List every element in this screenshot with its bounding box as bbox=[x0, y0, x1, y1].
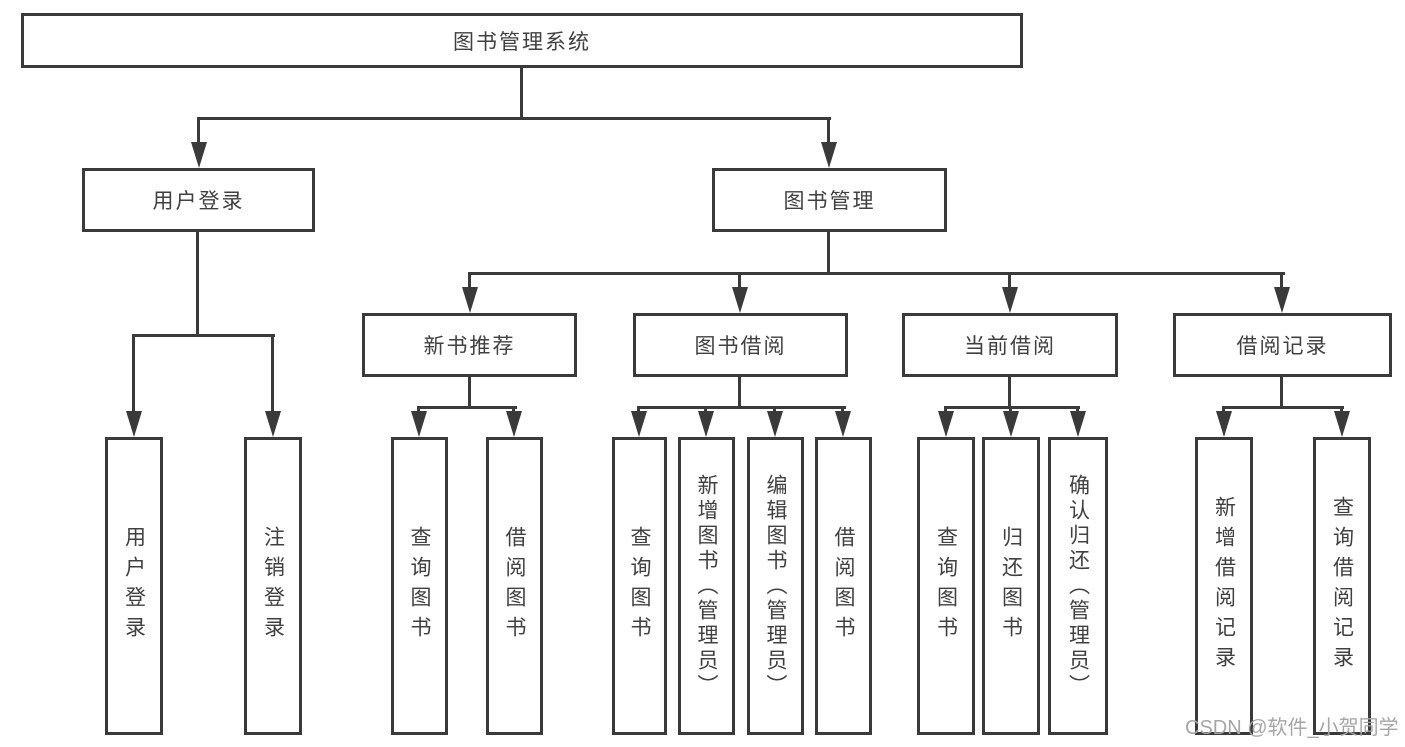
leaf-logout: 注销登录 bbox=[244, 437, 302, 735]
connector-line bbox=[738, 273, 741, 289]
node-label: 归还图书 bbox=[999, 526, 1023, 646]
arrow-down-icon bbox=[835, 411, 851, 437]
arrow-down-icon bbox=[462, 287, 478, 313]
arrow-down-icon bbox=[191, 142, 207, 168]
node-label: 图书借阅 bbox=[694, 335, 787, 358]
leaf-add-borrow-record: 新增借阅记录 bbox=[1195, 437, 1253, 735]
node-user-login: 用户登录 bbox=[82, 168, 315, 232]
node-label: 查询图书 bbox=[408, 526, 431, 646]
arrow-down-icon bbox=[1070, 411, 1086, 437]
arrow-down-icon bbox=[126, 411, 142, 437]
leaf-confirm-return-admin: 确认归还（管理员） bbox=[1048, 437, 1108, 735]
node-label: 借阅记录 bbox=[1236, 335, 1329, 358]
leaf-query-books-recommend: 查询图书 bbox=[391, 437, 448, 735]
connector-line bbox=[637, 406, 846, 409]
connector-line bbox=[468, 272, 1285, 275]
leaf-query-borrow-record: 查询借阅记录 bbox=[1313, 437, 1371, 735]
leaf-query-books-current: 查询图书 bbox=[917, 437, 975, 735]
node-book-borrowing: 图书借阅 bbox=[633, 313, 848, 377]
node-label: 编辑图书（管理员） bbox=[764, 473, 787, 699]
connector-line bbox=[827, 232, 830, 274]
connector-line bbox=[1222, 406, 1344, 409]
arrow-down-icon bbox=[1003, 411, 1019, 437]
node-label: 借阅图书 bbox=[832, 526, 855, 646]
arrow-down-icon bbox=[698, 411, 714, 437]
connector-line bbox=[738, 377, 741, 408]
arrow-down-icon bbox=[821, 142, 837, 168]
node-label: 确认归还（管理员） bbox=[1066, 473, 1090, 699]
connector-line bbox=[1008, 377, 1011, 408]
node-label: 新书推荐 bbox=[423, 335, 516, 358]
connector-line bbox=[827, 118, 830, 146]
leaf-user-login: 用户登录 bbox=[105, 437, 163, 735]
connector-line bbox=[132, 335, 135, 413]
node-label: 用户登录 bbox=[152, 190, 245, 213]
connector-line bbox=[1280, 273, 1283, 289]
node-current-borrowing: 当前借阅 bbox=[902, 313, 1118, 377]
csdn-watermark: CSDN @软件_小贺同学 bbox=[1185, 717, 1399, 739]
leaf-borrow-books-recommend: 借阅图书 bbox=[486, 437, 543, 735]
node-label: 当前借阅 bbox=[964, 335, 1056, 358]
connector-line bbox=[271, 335, 274, 413]
connector-line bbox=[132, 334, 275, 337]
leaf-return-books: 归还图书 bbox=[982, 437, 1040, 735]
arrow-down-icon bbox=[411, 411, 427, 437]
node-label: 图书管理 bbox=[783, 190, 876, 213]
connector-line bbox=[468, 377, 471, 408]
node-label: 用户登录 bbox=[122, 526, 146, 646]
connector-line bbox=[1280, 377, 1283, 408]
node-library-management-system: 图书管理系统 bbox=[21, 13, 1023, 68]
node-label: 查询图书 bbox=[934, 526, 958, 646]
node-label: 查询图书 bbox=[628, 526, 651, 646]
arrow-down-icon bbox=[631, 411, 647, 437]
node-label: 查询借阅记录 bbox=[1330, 496, 1354, 676]
leaf-add-books-admin: 新增图书（管理员） bbox=[678, 437, 735, 735]
node-book-management: 图书管理 bbox=[712, 168, 947, 232]
connector-line bbox=[197, 117, 831, 120]
arrow-down-icon bbox=[732, 287, 748, 313]
connector-line bbox=[468, 273, 471, 289]
node-borrow-records: 借阅记录 bbox=[1173, 313, 1392, 377]
connector-line bbox=[944, 406, 1080, 409]
connector-line bbox=[196, 232, 199, 335]
arrow-down-icon bbox=[1334, 411, 1350, 437]
arrow-down-icon bbox=[506, 411, 522, 437]
arrow-down-icon bbox=[265, 411, 281, 437]
arrow-down-icon bbox=[938, 411, 954, 437]
connector-line bbox=[520, 68, 523, 118]
node-label: 注销登录 bbox=[261, 526, 285, 646]
node-new-book-recommend: 新书推荐 bbox=[362, 313, 577, 377]
node-label: 新增借阅记录 bbox=[1212, 496, 1236, 676]
node-label: 借阅图书 bbox=[503, 526, 526, 646]
arrow-down-icon bbox=[1002, 287, 1018, 313]
arrow-down-icon bbox=[1216, 411, 1232, 437]
leaf-query-books-borrowing: 查询图书 bbox=[612, 437, 667, 735]
node-label: 新增图书（管理员） bbox=[695, 473, 718, 699]
node-label: 图书管理系统 bbox=[453, 30, 591, 54]
connector-line bbox=[417, 406, 517, 409]
connector-line bbox=[197, 118, 200, 146]
connector-line bbox=[1008, 273, 1011, 289]
arrow-down-icon bbox=[767, 411, 783, 437]
leaf-borrow-books: 借阅图书 bbox=[815, 437, 872, 735]
leaf-edit-books-admin: 编辑图书（管理员） bbox=[747, 437, 804, 735]
arrow-down-icon bbox=[1274, 287, 1290, 313]
